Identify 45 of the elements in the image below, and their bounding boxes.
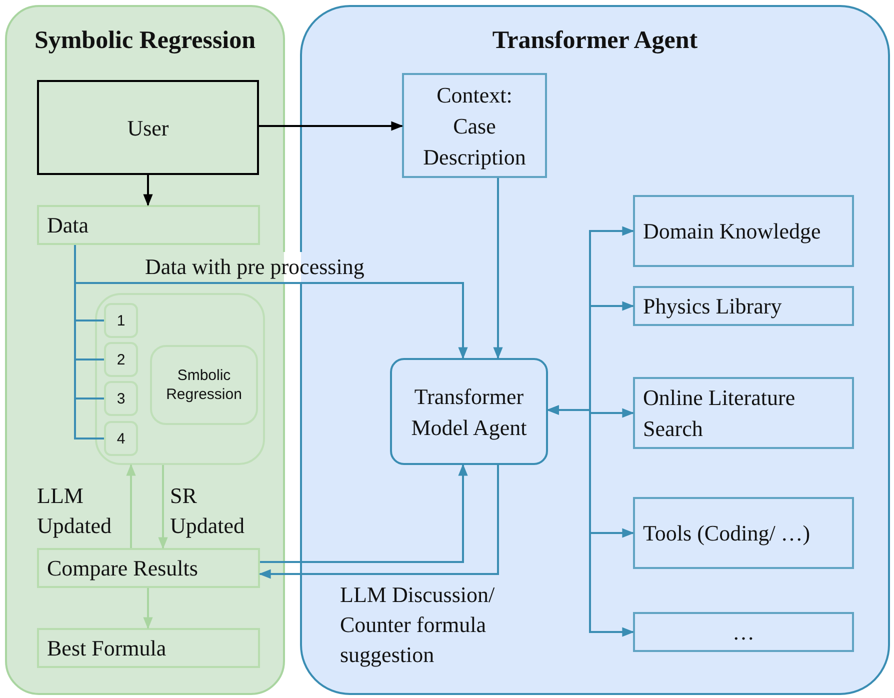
arrow xyxy=(493,178,503,360)
node-label: 3 xyxy=(116,389,126,408)
node-label: User xyxy=(126,114,170,142)
process-box xyxy=(402,73,547,178)
panel-title: Transformer Agent xyxy=(491,27,699,55)
node-label: Context: Case Description xyxy=(422,81,527,172)
arrow xyxy=(259,121,404,131)
resource-box xyxy=(633,195,854,267)
node-label: Physics Library xyxy=(643,292,783,320)
node-label: Domain Knowledge xyxy=(643,218,822,246)
arrow xyxy=(126,464,136,548)
agent-box xyxy=(390,358,548,465)
node-label: 1 xyxy=(116,311,126,330)
node-label: Best Formula xyxy=(47,634,168,662)
step-box xyxy=(104,381,138,416)
node-label: 4 xyxy=(116,429,126,448)
step-box xyxy=(104,342,138,377)
process-box xyxy=(150,345,258,425)
resource-box xyxy=(633,286,854,326)
resource-box xyxy=(633,377,854,449)
node-label: Compare Results xyxy=(47,554,199,582)
process-box xyxy=(37,548,260,588)
arrow xyxy=(158,465,168,550)
step-box xyxy=(104,303,138,338)
process-box xyxy=(37,205,260,245)
resource-box xyxy=(633,612,854,652)
group-box xyxy=(95,293,265,465)
node-label: Data xyxy=(47,212,90,240)
node-label: Transformer Model Agent xyxy=(410,382,528,442)
arrow xyxy=(260,464,468,563)
arrow xyxy=(143,588,153,630)
node-label: Tools (Coding/ …) xyxy=(643,520,812,548)
arrow xyxy=(143,175,153,206)
panel-title: Symbolic Regression xyxy=(33,27,257,55)
node-label: Online Literature Search xyxy=(643,384,796,443)
arrow xyxy=(546,405,634,637)
process-box xyxy=(37,80,259,175)
arrow xyxy=(258,465,499,579)
resource-box xyxy=(633,497,854,569)
edge-label: Data with pre processing xyxy=(145,252,364,282)
node-label: … xyxy=(732,618,756,646)
node-label: 2 xyxy=(116,350,126,369)
step-box xyxy=(104,421,138,456)
process-box xyxy=(37,628,260,668)
node-label: Smbolic Regression xyxy=(165,366,243,404)
